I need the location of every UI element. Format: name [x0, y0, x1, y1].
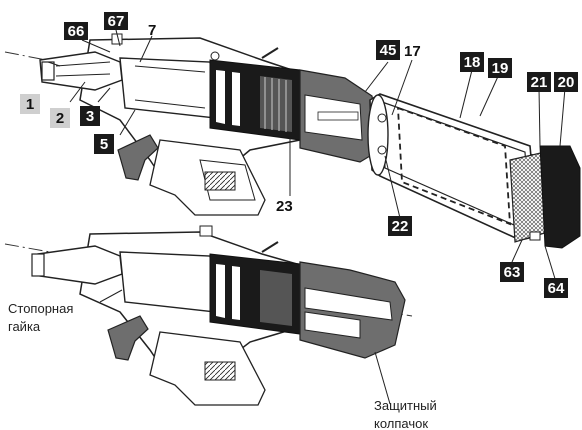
callout-23: 23: [276, 198, 293, 215]
callout-67-text: 67: [108, 13, 125, 30]
callout-66: 66: [64, 22, 88, 40]
top-end-cap: [539, 145, 581, 249]
callout-63-text: 63: [504, 264, 521, 281]
callout-66-text: 66: [68, 23, 85, 40]
callout-2: 2: [50, 108, 70, 128]
callout-20: 20: [554, 72, 578, 92]
callout-21: 21: [527, 72, 551, 92]
callout-64-text: 64: [548, 280, 565, 297]
caption-cap-line1: Защитный: [374, 398, 437, 413]
callout-5-text: 5: [100, 136, 108, 153]
callout-67: 67: [104, 12, 128, 30]
callout-22-text: 22: [392, 218, 409, 235]
callout-7: 7: [148, 22, 156, 39]
caption-cap-line2: колпачок: [374, 416, 428, 430]
callout-18-text: 18: [464, 54, 481, 71]
leader-lines: [47, 29, 566, 405]
callout-1-text: 1: [26, 96, 34, 113]
bottom-drive-block: [209, 253, 301, 335]
bottom-assembly: [4, 225, 413, 406]
callout-64: 64: [544, 278, 568, 298]
bottom-trigger: [107, 315, 149, 361]
callout-1: 1: [20, 94, 40, 114]
top-drive-block: [209, 59, 301, 141]
callout-20-text: 20: [558, 74, 575, 91]
top-piston-cylinder: [119, 57, 216, 119]
callout-17: 17: [404, 43, 421, 60]
top-assembly: [4, 33, 581, 249]
callout-5: 5: [94, 134, 114, 154]
bottom-nose: [37, 245, 123, 285]
callout-21-text: 21: [531, 74, 548, 91]
top-trigger: [117, 134, 159, 181]
callout-45: 45: [376, 40, 400, 60]
callout-19-text: 19: [492, 60, 509, 77]
callout-2-text: 2: [56, 110, 64, 127]
caption-lock-nut-line2: гайка: [8, 319, 41, 334]
callout-45-text: 45: [380, 42, 397, 59]
callout-63: 63: [500, 262, 524, 282]
caption-lock-nut-line1: Стопорная: [8, 301, 73, 316]
callout-22: 22: [388, 216, 412, 236]
callout-3: 3: [80, 106, 100, 126]
callout-18: 18: [460, 52, 484, 72]
callout-19: 19: [488, 58, 512, 78]
callout-3-text: 3: [86, 108, 94, 125]
